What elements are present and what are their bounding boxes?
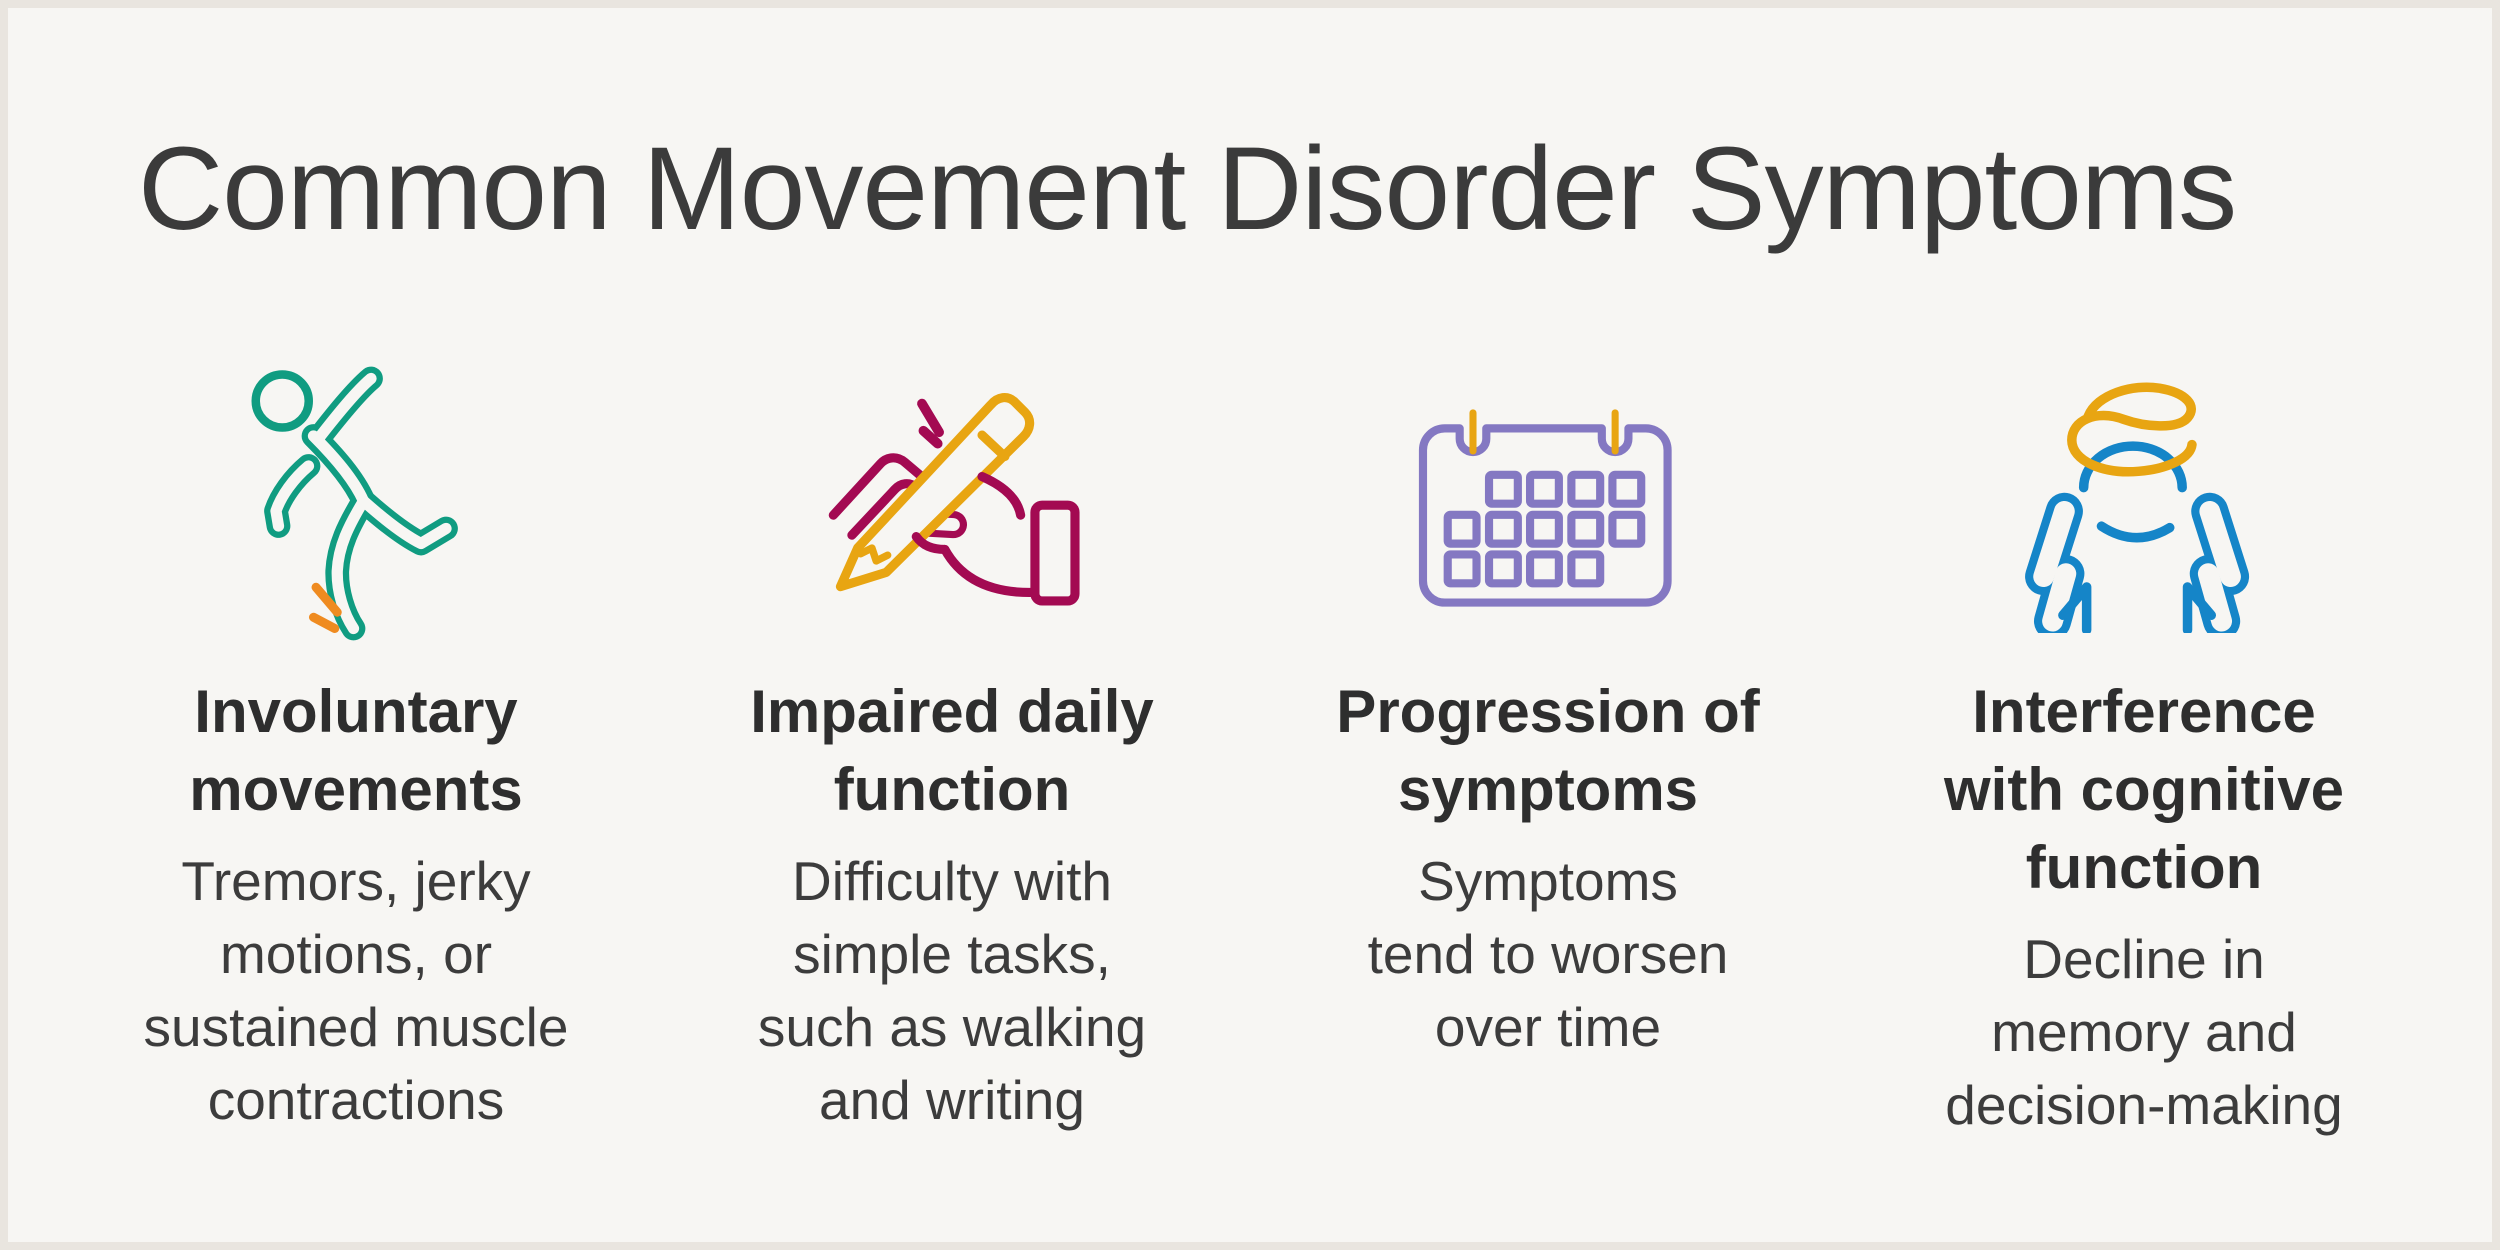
symptom-description: Symptoms tend to worsen over time bbox=[1367, 850, 1729, 1059]
calendar-icon bbox=[1418, 408, 1672, 607]
calendar-icon bbox=[1250, 338, 1846, 658]
shake-marks bbox=[917, 398, 944, 449]
symptom-heading: Impaired daily function bbox=[750, 678, 1154, 823]
symptom-heading: Interference with cognitive function bbox=[1943, 678, 2345, 901]
head bbox=[251, 369, 314, 432]
hand-writing-icon bbox=[654, 338, 1250, 658]
calendar-grid bbox=[1443, 470, 1646, 587]
slip-marks bbox=[309, 582, 342, 633]
column-interference-cognitive: Interference with cognitive function Dec… bbox=[1846, 338, 2442, 1142]
falling-person-icon bbox=[58, 338, 654, 658]
page-title: Common Movement Disorder Symptoms bbox=[138, 123, 2237, 255]
symptom-columns: Involuntary movements Tremors, jerky mot… bbox=[58, 338, 2442, 1142]
symptom-heading: Progression of symptoms bbox=[1336, 678, 1760, 823]
column-progression-of-symptoms: Progression of symptoms Symptoms tend to… bbox=[1250, 338, 1846, 1142]
dizzy-person-icon bbox=[1846, 338, 2442, 658]
pencil bbox=[835, 393, 1035, 592]
calendar-pegs bbox=[1469, 408, 1619, 454]
dizzy-person-icon bbox=[2024, 382, 2249, 633]
symptom-description: Tremors, jerky motions, or sustained mus… bbox=[143, 850, 569, 1132]
head-arc bbox=[2078, 441, 2187, 493]
symptom-description: Decline in memory and decision-making bbox=[1945, 928, 2343, 1137]
dizzy-swirl bbox=[2066, 382, 2197, 477]
calendar-frame bbox=[1418, 423, 1672, 607]
falling-person-icon bbox=[251, 366, 458, 640]
symptom-description: Difficulty with simple tasks, such as wa… bbox=[757, 850, 1147, 1132]
column-impaired-daily-function: Impaired daily function Difficulty with … bbox=[654, 338, 1250, 1142]
hand-writing-icon bbox=[828, 393, 1080, 606]
cuff bbox=[1030, 500, 1080, 606]
symptom-heading: Involuntary movements bbox=[189, 678, 523, 823]
chin-arc bbox=[2096, 521, 2174, 543]
column-involuntary-movements: Involuntary movements Tremors, jerky mot… bbox=[58, 338, 654, 1142]
